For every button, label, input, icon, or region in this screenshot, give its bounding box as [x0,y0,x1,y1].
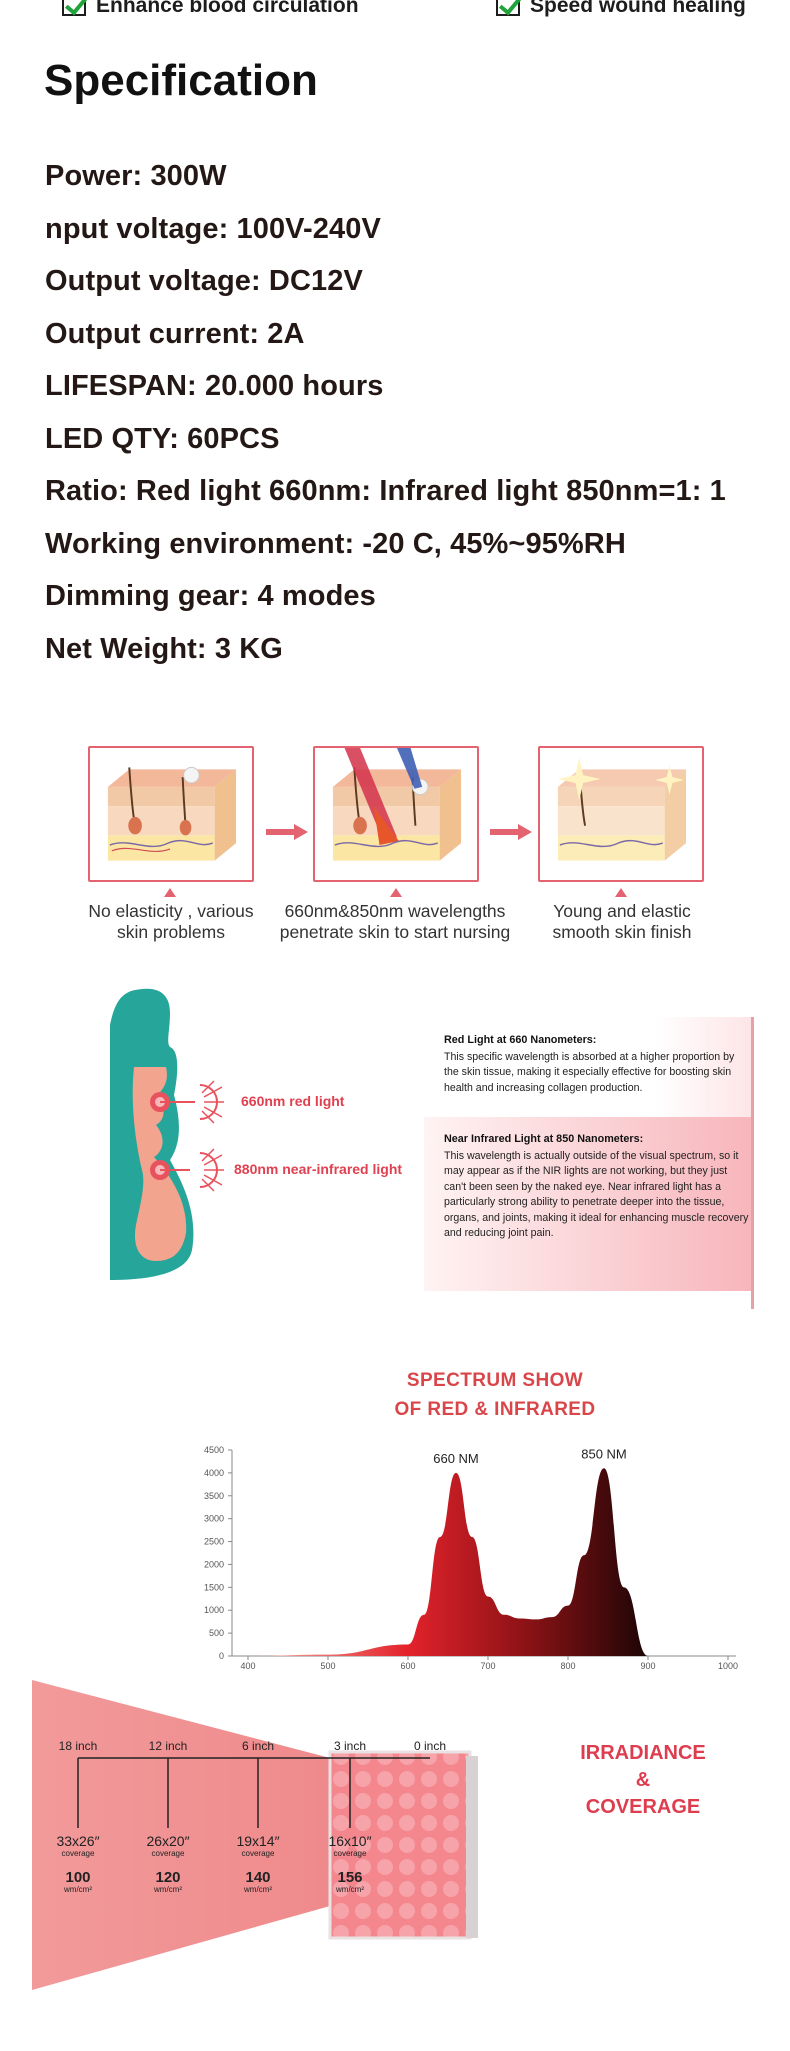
peak-label: 660 NM [433,1451,479,1466]
x-tick-label: 600 [400,1661,415,1671]
irradiance-value: 120 [155,1869,180,1886]
step-caption-before: No elasticity , various skin problems [88,901,254,942]
spec-item: nput voltage: 100V-240V [45,212,381,245]
skin-illustration-after [538,746,704,882]
coverage-caption: coverage [242,1849,275,1858]
skin-cross-section-image [90,748,252,880]
distance-label: 12 inch [149,1739,188,1753]
light-panel-device [328,1750,472,1940]
irradiance-unit: wm/cm² [63,1885,92,1894]
nir-light-info: Near Infrared Light at 850 Nanometers: T… [444,1132,749,1242]
checkbox-icon [62,0,86,16]
benefit-label: Speed wound healing [530,0,746,17]
red-light-label: 660nm red light [241,1093,345,1109]
red-light-text: This specific wavelength is absorbed at … [444,1050,735,1094]
specification-list: Power: 300W nput voltage: 100V-240V Outp… [45,150,726,675]
coverage-value: 16x10″ [328,1833,371,1849]
peak-label: 850 NM [581,1446,627,1461]
step-caption-after: Young and elastic smooth skin finish [552,901,692,942]
coverage-value: 26x20″ [146,1833,189,1849]
y-tick-label: 500 [209,1628,224,1638]
spec-item: Ratio: Red light 660nm: Infrared light 8… [45,475,726,507]
y-tick-label: 0 [219,1651,224,1661]
caption-pointer-icon [390,888,402,897]
spec-item: Output current: 2A [45,317,305,350]
irradiance-title-line3: COVERAGE [585,1796,701,1818]
x-tick-label: 500 [320,1661,335,1671]
y-tick-label: 1000 [204,1605,224,1615]
nir-light-heading: Near Infrared Light at 850 Nanometers: [444,1133,644,1145]
distance-label: 0 inch [414,1739,446,1753]
coverage-caption: coverage [152,1849,185,1858]
chart-labels: 660 NM 850 NM [433,1446,627,1466]
y-tick-label: 2000 [204,1559,224,1569]
benefit-wound-healing: Speed wound healing [496,0,746,18]
specification-title: Specification [44,56,318,105]
distance-label: 18 inch [59,1739,98,1753]
checkbox-icon [496,0,520,16]
irradiance-title-line1: IRRADIANCE [580,1742,706,1764]
coverage-caption: coverage [62,1849,95,1858]
irradiance-unit: wm/cm² [335,1885,364,1894]
nir-light-text: This wavelength is actually outside of t… [444,1149,749,1240]
info-border [751,1017,754,1309]
device-side [466,1756,478,1938]
irradiance-value: 156 [337,1869,362,1886]
caption-pointer-icon [615,888,627,897]
skin-cross-section-image [540,748,702,880]
y-tick-label: 3500 [204,1491,224,1501]
distance-label: 3 inch [334,1739,366,1753]
y-tick-label: 1500 [204,1582,224,1592]
x-tick-label: 800 [560,1661,575,1671]
info-background [424,1017,754,1117]
skin-cross-section-image [315,748,477,880]
step-caption-treatment: 660nm&850nm wavelengths penetrate skin t… [279,901,511,942]
y-tick-label: 4500 [204,1445,224,1455]
skin-illustration-before [88,746,254,882]
x-tick-label: 900 [640,1661,655,1671]
irradiance-unit: wm/cm² [153,1885,182,1894]
spec-item: Output voltage: DC12V [45,265,363,297]
light-info-panel: Red Light at 660 Nanometers: This specif… [424,1017,754,1309]
spec-item: Power: 300W [45,160,227,192]
info-background [424,1117,754,1291]
caption-pointer-icon [164,888,176,897]
x-tick-label: 1000 [718,1661,738,1671]
distance-label: 6 inch [242,1739,274,1753]
y-tick-label: 3000 [204,1514,224,1524]
y-tick-label: 2500 [204,1537,224,1547]
spectrum-chart: 0 500 1000 1500 2000 2500 3000 3500 4000 4500 400 5… [204,1445,738,1671]
skin-illustration-treatment [313,746,479,882]
arrow-right-icon [490,824,532,840]
human-body-silhouette [110,988,224,1280]
spec-item: Working environment: -20 C, 45%~95%RH [45,527,626,560]
red-light-info: Red Light at 660 Nanometers: This specif… [444,1033,749,1096]
spectrum-title-line1: SPECTRUM SHOW [406,1370,584,1391]
irradiance-value: 140 [245,1869,270,1886]
spec-item: LIFESPAN: 20.000 hours [45,370,384,402]
body-diagram: 660nm red light 880nm near-infrared ligh… [100,985,420,1285]
coverage-value: 33x26″ [56,1833,99,1849]
benefit-label: Enhance blood circulation [96,0,359,17]
arrow-right-icon [266,824,308,840]
red-light-heading: Red Light at 660 Nanometers: [444,1034,597,1046]
coverage-caption: coverage [334,1849,367,1858]
coverage-value: 19x14″ [236,1833,279,1849]
spec-item: Net Weight: 3 KG [45,632,283,665]
spectrum-area [248,1468,648,1656]
y-tick-label: 4000 [204,1468,224,1478]
spec-item: LED QTY: 60PCS [45,422,280,455]
x-tick-label: 700 [480,1661,495,1671]
irradiance-unit: wm/cm² [243,1885,272,1894]
x-tick-label: 400 [240,1661,255,1671]
benefit-blood-circulation: Enhance blood circulation [62,0,359,18]
irradiance-title-line2: & [635,1769,651,1791]
irradiance-value: 100 [65,1869,90,1886]
spectrum-title-line2: OF RED & INFRARED [394,1399,596,1420]
near-infrared-label: 880nm near-infrared light [234,1161,403,1177]
spec-item: Dimming gear: 4 modes [45,580,376,612]
